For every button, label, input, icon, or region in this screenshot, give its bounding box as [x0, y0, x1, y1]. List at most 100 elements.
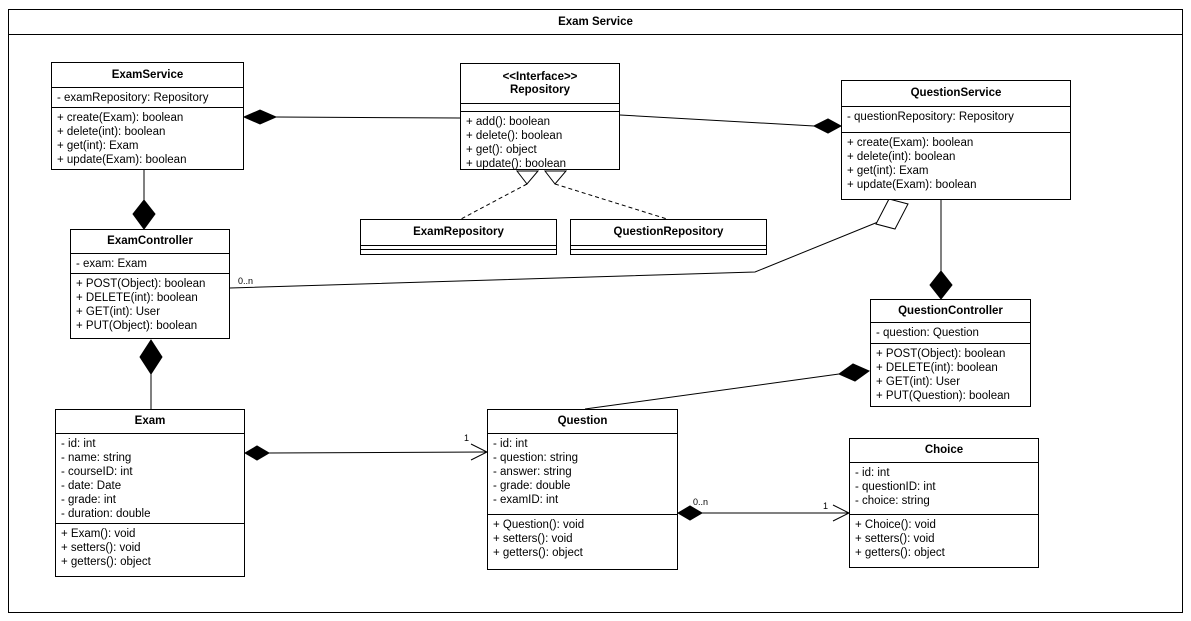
realization-triangle-marker [543, 170, 568, 185]
class-attribute: - question: Question [876, 327, 979, 339]
diagram-title: Exam Service [9, 10, 1182, 35]
aggregation-diamond-marker [875, 198, 909, 230]
methods-compartment: + Question(): void+ setters(): void+ get… [488, 515, 677, 569]
composition-diamond-marker [812, 118, 843, 134]
class-method: + PUT(Object): boolean [76, 320, 198, 332]
methods-compartment: + add(): boolean + delete(): boolean + get… [461, 112, 619, 169]
class-title: <<Interface>>Repository [461, 64, 619, 104]
connection-repository-examrepository[interactable] [460, 170, 540, 220]
association-line [229, 221, 879, 289]
class-method: + create(Exam): boolean [847, 137, 974, 149]
class-attribute: - grade: double [493, 480, 571, 492]
association-line [619, 114, 815, 127]
attributes-compartment: - id: int - name: string - courseID: int - … [56, 434, 244, 524]
class-attribute: - examRepository: Repository [57, 92, 209, 104]
class-method: + create(Exam): boolean [57, 112, 184, 124]
class-choice[interactable]: Choice- id: int- questionID: int- choice… [849, 438, 1039, 568]
class-attribute: - question: string [493, 452, 579, 464]
class-title: QuestionService [842, 81, 1070, 107]
class-method: + get(): object [466, 144, 537, 156]
multiplicity-label: 0..n [693, 497, 708, 507]
class-title: QuestionRepository [571, 220, 766, 246]
attributes-compartment: - questionRepository: Repository [842, 107, 1070, 133]
methods-compartment: + POST(Object): boolean+ DELETE(int): bo… [871, 344, 1030, 406]
attributes-compartment: - question: Question [871, 323, 1030, 344]
connection-questionservice-questioncontroller[interactable] [929, 200, 953, 300]
class-title: ExamService [52, 63, 243, 88]
class-name: QuestionService [910, 87, 1002, 99]
connection-question-choice[interactable]: 0..n 1 [677, 497, 851, 522]
class-name: ExamController [107, 235, 193, 247]
connection-exam-question[interactable]: 1 [244, 433, 489, 461]
class-method: + delete(int): boolean [847, 151, 956, 163]
class-question-service[interactable]: QuestionService - questionRepository: Rep… [841, 80, 1071, 200]
class-title: Question [488, 410, 677, 434]
connection-examservice-examcontroller[interactable] [132, 170, 156, 230]
connection-repository-questionrepository[interactable] [543, 170, 668, 220]
class-attribute: - name: string [61, 452, 132, 464]
class-method: + get(int): Exam [847, 165, 929, 177]
class-attribute: - exam: Exam [76, 258, 147, 270]
class-exam[interactable]: Exam- id: int- name: string- courseID: i… [55, 409, 245, 577]
class-name: QuestionController [898, 304, 1003, 317]
composition-diamond-marker [139, 339, 163, 375]
class-attribute: - duration: double [61, 508, 151, 520]
composition-diamond-marker [837, 363, 871, 382]
class-method: + Question(): void [493, 519, 585, 531]
connection-repository-questionservice[interactable] [619, 114, 843, 134]
connection-examservice-repository[interactable] [242, 109, 461, 125]
class-name: Question [557, 415, 608, 427]
class-name: ExamRepository [413, 226, 504, 238]
methods-compartment [571, 250, 766, 254]
attributes-compartment: - exam: Exam [71, 254, 229, 274]
class-method: + setters(): void [493, 533, 573, 545]
class-attribute: - questionRepository: Repository [847, 111, 1014, 123]
class-question[interactable]: Question- id: int- question: string- ans… [487, 409, 678, 570]
class-exam-repository[interactable]: ExamRepository [360, 219, 557, 255]
connection-examcontroller-exam[interactable] [139, 339, 163, 409]
class-method: + update(): boolean [466, 158, 567, 169]
methods-compartment: + Exam(): void+ setters(): void+ getters… [56, 524, 244, 576]
class-method: + add(): boolean [466, 116, 551, 128]
class-question-controller[interactable]: QuestionController - question: Question + … [870, 299, 1031, 407]
class-method: + getters(): object [61, 556, 151, 568]
class-attribute: - id: int [61, 438, 96, 450]
class-method: + setters(): void [855, 533, 935, 545]
class-method: + Exam(): void [61, 528, 136, 540]
class-method: + DELETE(int): boolean [76, 292, 198, 304]
class-repository[interactable]: <<Interface>>Repository+ add(): boolean+… [460, 63, 620, 170]
connection-examcontroller-questionservice[interactable]: 0..n [229, 198, 909, 289]
class-title: Choice [850, 439, 1038, 463]
class-question-repository[interactable]: QuestionRepository [570, 219, 767, 255]
class-method: + GET(int): User [76, 306, 161, 318]
class-attribute: - examID: int [493, 494, 559, 506]
class-method: + delete(): boolean [466, 130, 563, 142]
attributes-compartment [571, 246, 766, 250]
attributes-compartment: - examRepository: Repository [52, 88, 243, 108]
methods-compartment [361, 250, 556, 254]
class-exam-service[interactable]: ExamService - examRepository: Repository +… [51, 62, 244, 170]
attributes-compartment [361, 246, 556, 250]
class-name: QuestionRepository [613, 226, 724, 238]
class-exam-controller[interactable]: ExamController- exam: Exam+ POST(Object)… [70, 229, 230, 339]
class-method: + GET(int): User [876, 376, 961, 388]
attributes-compartment [461, 104, 619, 112]
class-name: ExamService [111, 68, 184, 81]
class-attribute: - grade: int [61, 494, 116, 506]
class-title: ExamController [71, 230, 229, 254]
connection-question-questioncontroller[interactable] [584, 363, 871, 410]
class-stereotype: <<Interface>> [502, 70, 578, 83]
class-attribute: - courseID: int [61, 466, 133, 478]
methods-compartment: + Choice(): void+ setters(): void+ gette… [850, 515, 1038, 567]
class-method: + get(int): Exam [57, 140, 139, 152]
class-attribute: - date: Date [61, 480, 122, 492]
class-attribute: - choice: string [855, 495, 930, 507]
methods-compartment: + create(Exam): boolean + delete(int): bo… [842, 133, 1070, 199]
multiplicity-label: 1 [823, 501, 828, 511]
association-line [268, 451, 487, 454]
class-attribute: - id: int [493, 438, 528, 450]
class-method: + update(Exam): boolean [847, 179, 977, 191]
class-method: + PUT(Question): boolean [876, 390, 1010, 402]
